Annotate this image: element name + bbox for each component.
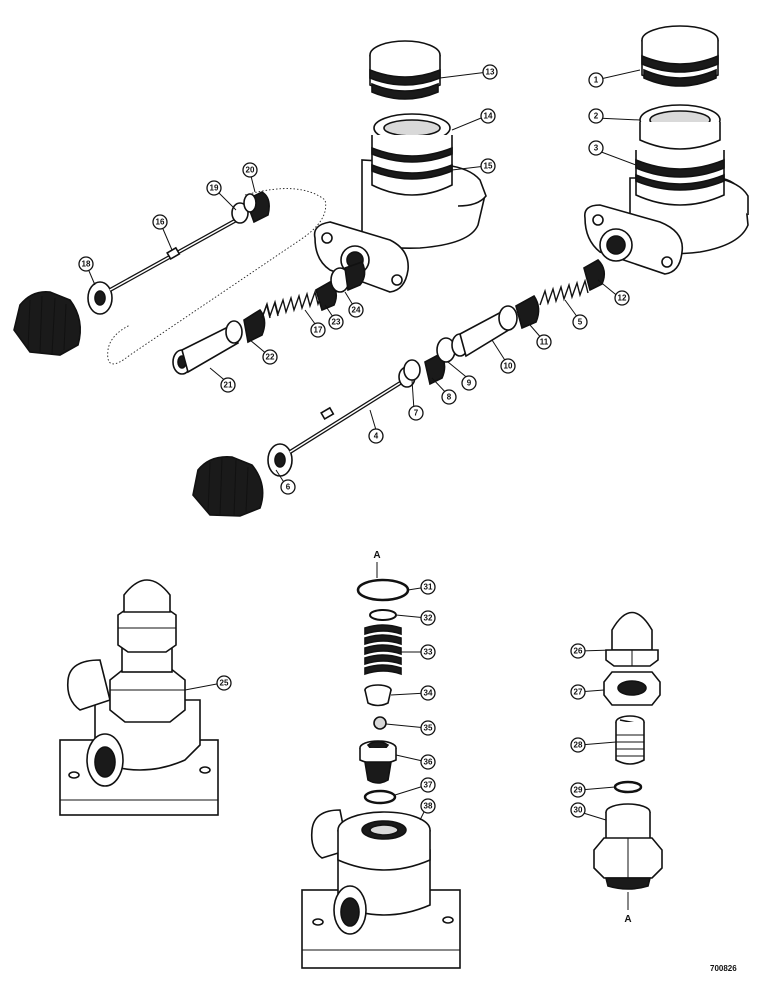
svg-text:15: 15 (484, 162, 493, 171)
callout-23: 23 (328, 314, 344, 330)
svg-text:10: 10 (504, 362, 513, 371)
svg-text:25: 25 (220, 679, 229, 688)
valve-assembly-25 (59, 579, 219, 816)
svg-text:27: 27 (574, 688, 583, 697)
svg-text:18: 18 (82, 260, 91, 269)
svg-text:11: 11 (540, 338, 549, 347)
svg-text:19: 19 (210, 184, 219, 193)
svg-text:34: 34 (424, 689, 433, 698)
svg-text:8: 8 (447, 393, 452, 402)
svg-text:4: 4 (374, 432, 379, 441)
callout-29: 29 (570, 782, 586, 798)
callout-31: 31 (420, 579, 436, 595)
valve-exploded-26-30: A (593, 611, 663, 925)
callout-17: 17 (310, 322, 326, 338)
valve-exploded-31-38: A (301, 550, 461, 969)
svg-text:24: 24 (352, 306, 361, 315)
callout-21: 21 (220, 377, 236, 393)
callout-9: 9 (461, 375, 477, 391)
svg-text:29: 29 (574, 786, 583, 795)
callout-27: 27 (570, 684, 586, 700)
callout-20: 20 (242, 162, 258, 178)
callout-22: 22 (262, 349, 278, 365)
svg-text:17: 17 (314, 326, 323, 335)
svg-text:28: 28 (574, 741, 583, 750)
svg-text:9: 9 (467, 379, 472, 388)
svg-text:7: 7 (414, 409, 419, 418)
right-master-cylinder (192, 25, 749, 517)
svg-text:22: 22 (266, 353, 275, 362)
svg-text:36: 36 (424, 758, 433, 767)
callout-30: 30 (570, 802, 586, 818)
callout-18: 18 (78, 256, 94, 272)
svg-text:30: 30 (574, 806, 583, 815)
svg-text:2: 2 (594, 112, 599, 121)
callout-11: 11 (536, 334, 552, 350)
left-master-cylinder (13, 40, 487, 375)
callout-12: 12 (614, 290, 630, 306)
svg-text:14: 14 (484, 112, 493, 121)
callout-10: 10 (500, 358, 516, 374)
svg-text:38: 38 (424, 802, 433, 811)
callout-35: 35 (420, 720, 436, 736)
callout-15: 15 (480, 158, 496, 174)
svg-text:35: 35 (424, 724, 433, 733)
callout-25: 25 (216, 675, 232, 691)
ref-letter-a-top: A (373, 550, 380, 561)
svg-text:33: 33 (424, 648, 433, 657)
callout-38: 38 (420, 798, 436, 814)
callout-1: 1 (588, 72, 604, 88)
callouts: 1 2 3 4 5 6 7 8 9 10 11 12 13 14 15 16 1… (78, 64, 630, 818)
svg-text:1: 1 (594, 76, 599, 85)
callout-2: 2 (588, 108, 604, 124)
svg-text:21: 21 (224, 381, 233, 390)
callout-32: 32 (420, 610, 436, 626)
callout-14: 14 (480, 108, 496, 124)
drawing-code: 700826 (710, 964, 737, 973)
callout-4: 4 (368, 428, 384, 444)
svg-text:31: 31 (424, 583, 433, 592)
svg-text:16: 16 (156, 218, 165, 227)
svg-text:12: 12 (618, 294, 627, 303)
callout-34: 34 (420, 685, 436, 701)
callout-3: 3 (588, 140, 604, 156)
svg-text:26: 26 (574, 647, 583, 656)
callout-6: 6 (280, 479, 296, 495)
svg-text:23: 23 (332, 318, 341, 327)
callout-5: 5 (572, 314, 588, 330)
svg-text:13: 13 (486, 68, 495, 77)
svg-text:37: 37 (424, 781, 433, 790)
svg-text:32: 32 (424, 614, 433, 623)
ref-letter-a-bottom: A (624, 914, 631, 925)
callout-26: 26 (570, 643, 586, 659)
callout-8: 8 (441, 389, 457, 405)
callout-24: 24 (348, 302, 364, 318)
svg-text:5: 5 (578, 318, 583, 327)
callout-7: 7 (408, 405, 424, 421)
callout-33: 33 (420, 644, 436, 660)
callout-19: 19 (206, 180, 222, 196)
callout-37: 37 (420, 777, 436, 793)
svg-text:20: 20 (246, 166, 255, 175)
svg-text:3: 3 (594, 144, 599, 153)
callout-13: 13 (482, 64, 498, 80)
callout-28: 28 (570, 737, 586, 753)
callout-36: 36 (420, 754, 436, 770)
svg-text:6: 6 (286, 483, 291, 492)
callout-16: 16 (152, 214, 168, 230)
